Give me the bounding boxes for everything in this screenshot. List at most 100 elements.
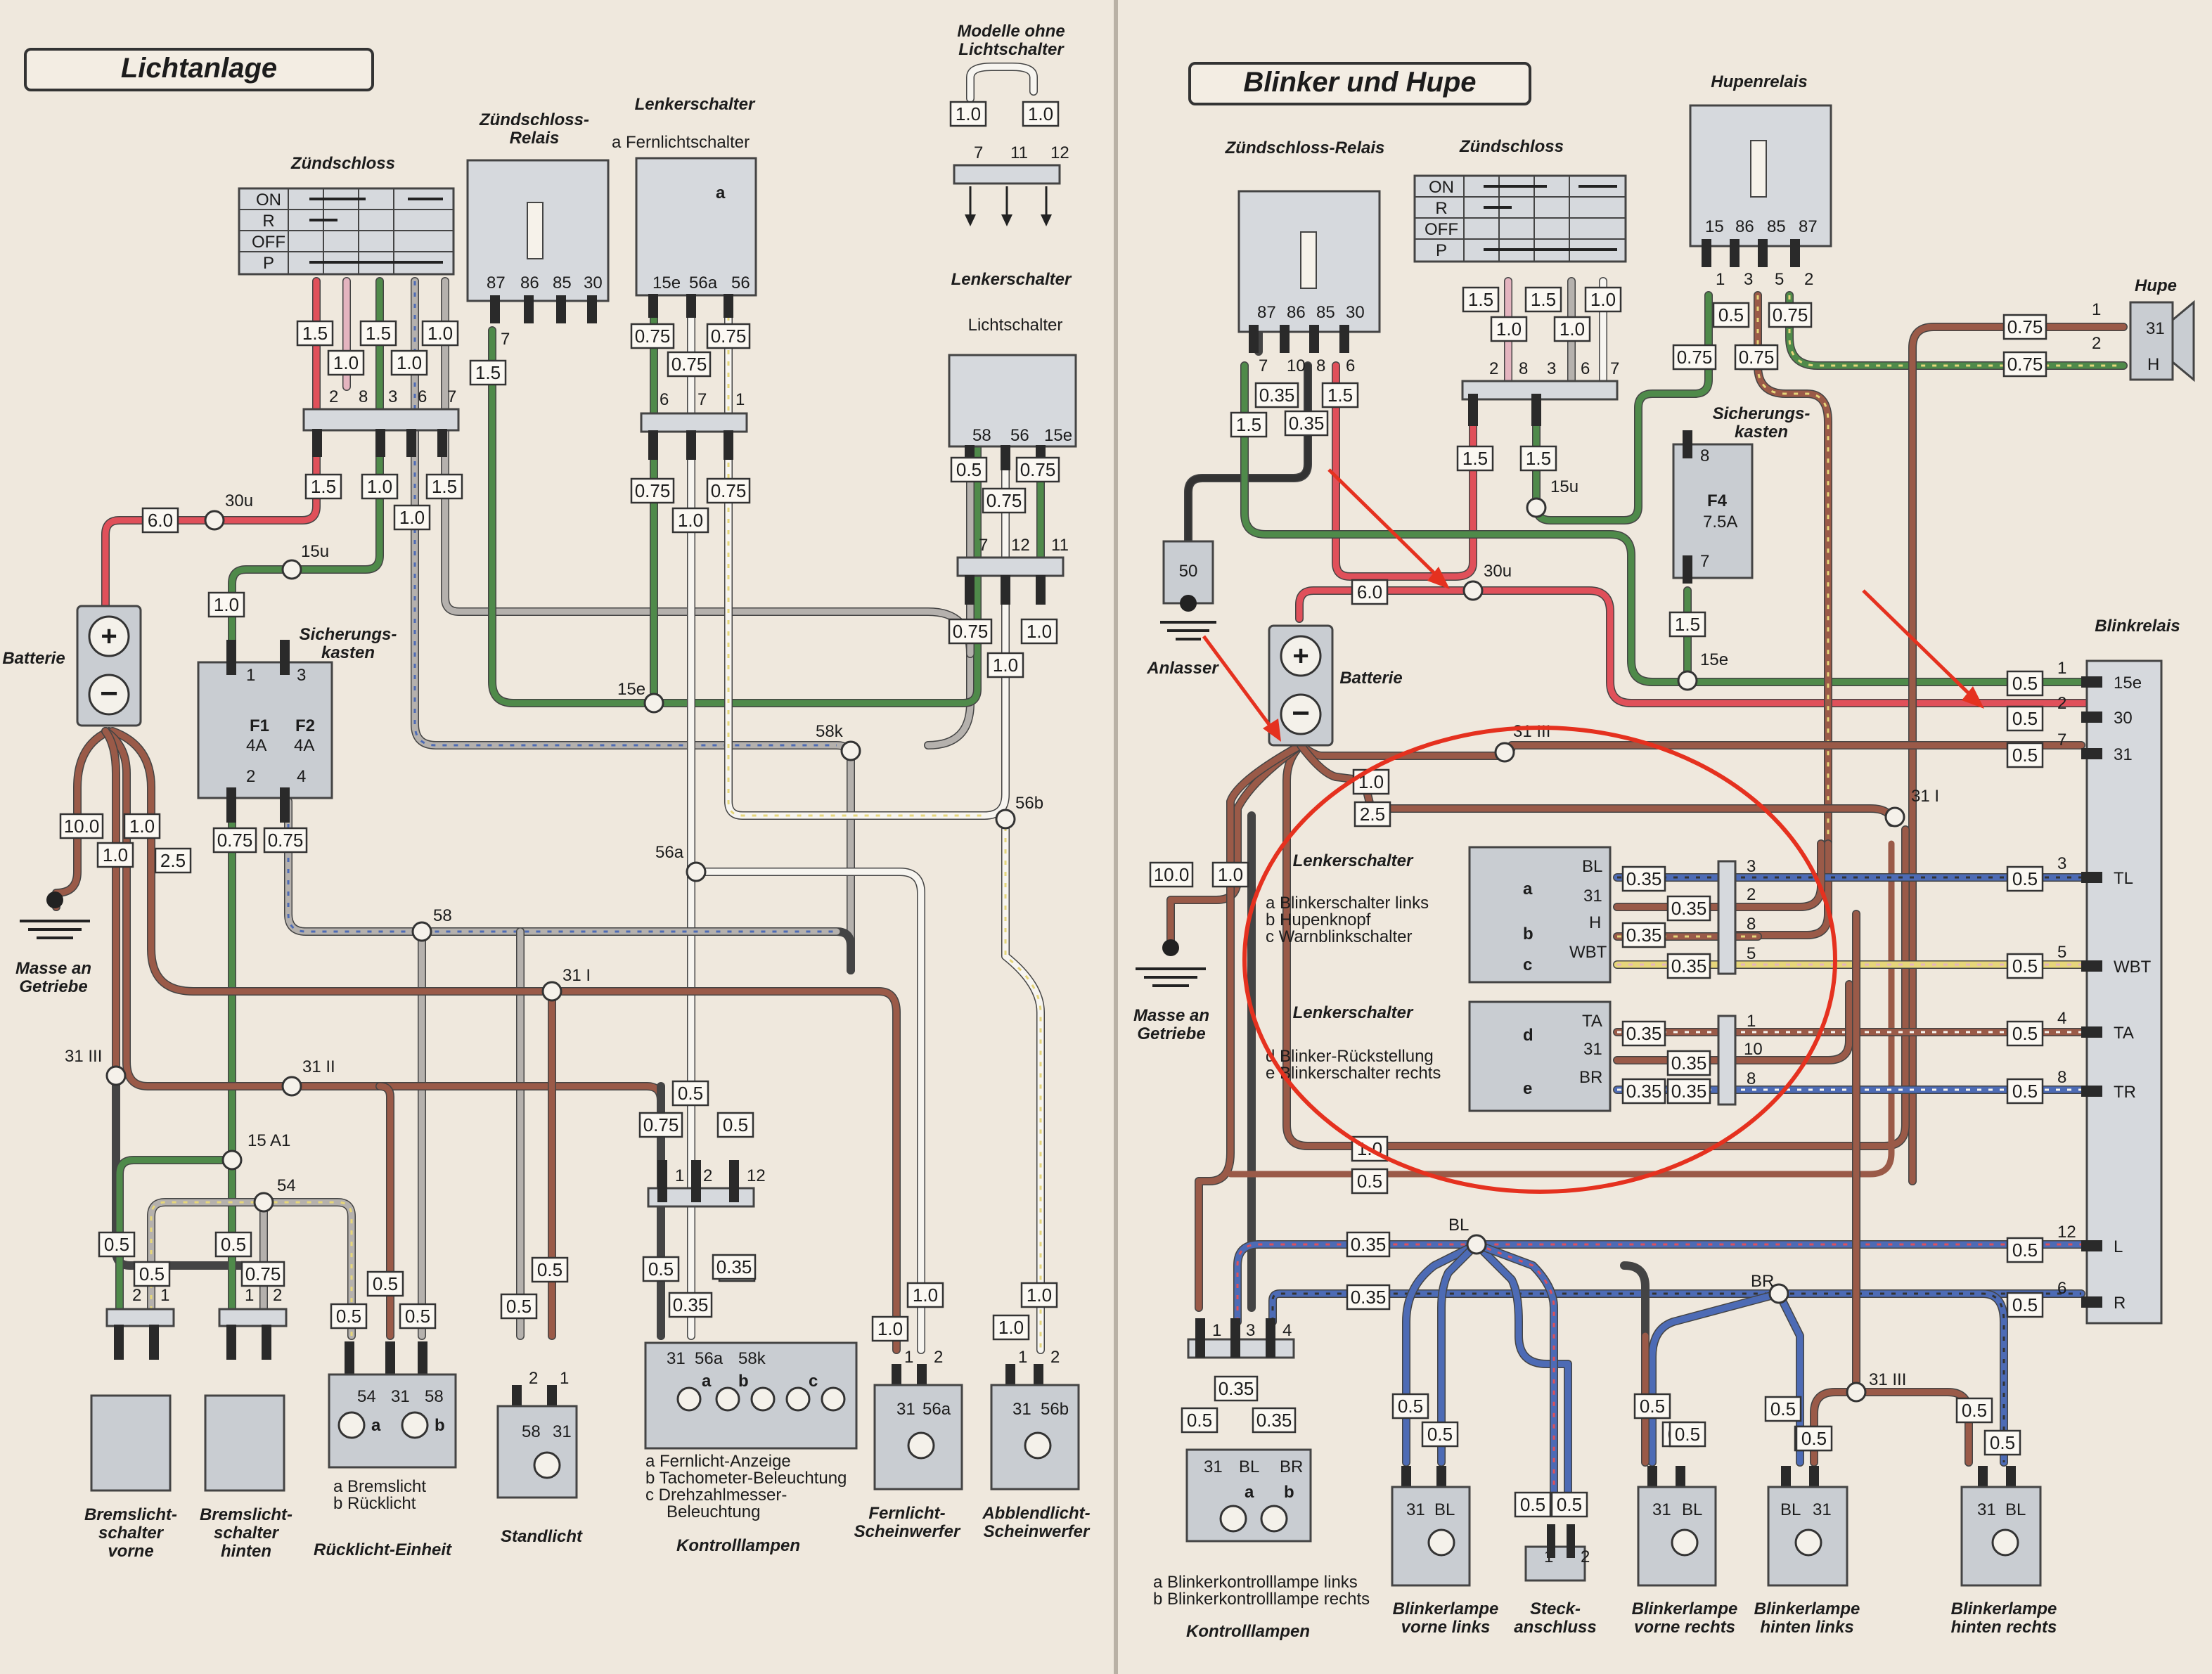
- wire-gauge-value: 1.0: [1027, 621, 1052, 642]
- svg-text:a Blinkerkontrolllampe links: a Blinkerkontrolllampe links: [1153, 1573, 1358, 1592]
- svg-text:54: 54: [357, 1387, 376, 1406]
- wire-gauge-value: 0.5: [537, 1259, 562, 1280]
- standlicht: 2 1 58 31 Standlicht: [496, 1369, 583, 1546]
- svg-text:4: 4: [297, 767, 306, 786]
- svg-text:12: 12: [747, 1166, 766, 1185]
- svg-text:7.5A: 7.5A: [1703, 513, 1737, 532]
- wire-gauge-value: 2.5: [160, 850, 186, 871]
- svg-text:Scheinwerfer: Scheinwerfer: [854, 1522, 961, 1541]
- left-lenkerschalter-fernlicht: Lenkerschalter a Fernlichtschalter a 15e…: [612, 95, 757, 460]
- blinkerlampe-vorne-links: 31 BL Blinkerlampe vorne links: [1391, 1466, 1498, 1637]
- wire-gauge-tag: [1553, 316, 1591, 342]
- left-wiring: [52, 277, 1045, 1354]
- wire-gauge-value: 1.0: [1590, 289, 1616, 310]
- bremslichtschalter-vorne: 2 1 Bremslicht- schalter vorne: [84, 1286, 177, 1561]
- left-lichtschalter: Lenkerschalter Lichtschalter 58 56 15e 7…: [948, 270, 1077, 605]
- wire-gauge-tag: [1795, 1425, 1833, 1452]
- svg-text:b: b: [1523, 925, 1533, 944]
- wire-gauge-tag: [1519, 445, 1557, 472]
- svg-text:1: 1: [675, 1166, 684, 1185]
- anlasser: 50 Anlasser: [1146, 540, 1219, 678]
- wire-gauge-value: 1.5: [475, 362, 501, 383]
- blinkrelais-pin-number: 1: [2057, 659, 2066, 678]
- svg-text:6: 6: [660, 390, 669, 409]
- wire-gauge-value: 2.5: [1360, 804, 1385, 825]
- wire-gauge-value: 0.5: [648, 1258, 674, 1280]
- left-nodes: 30u 15u 15e 58k 56a 56b 58 31 I 31 II 31…: [65, 491, 1043, 1213]
- wire-gauge-tag: [469, 359, 507, 386]
- wire-gauge-tag: [1020, 618, 1058, 645]
- wire-gauge-tag: [950, 456, 988, 483]
- svg-text:Bremslicht-: Bremslicht-: [200, 1505, 292, 1524]
- node-56a: [686, 861, 707, 882]
- wire-gauge-value: 0.75: [711, 480, 747, 501]
- svg-text:1: 1: [246, 666, 255, 685]
- highlight-ellipse: [1242, 726, 1837, 1194]
- node-31-i: [1884, 806, 1905, 828]
- blinkrelais-pin-number: 7: [2057, 730, 2066, 749]
- wire-gauge-tag: [59, 813, 104, 839]
- wire-gauge-value: 0.35: [1626, 925, 1662, 946]
- bremslichtschalter-hinten: 1 2 Bremslicht- schalter hinten: [200, 1286, 292, 1561]
- wire-gauge-value: 1.5: [1675, 614, 1700, 635]
- blinkrelais-connector: [2081, 1296, 2102, 1308]
- wire-gauge-value: 0.5: [1801, 1428, 1827, 1449]
- svg-text:vorne links: vorne links: [1401, 1618, 1491, 1637]
- lichtanlage-title: Lichtanlage: [24, 48, 374, 91]
- wire-gauge-value: 1.5: [1531, 289, 1556, 310]
- svg-text:85: 85: [553, 273, 572, 292]
- wire-gauge-value: 1.0: [913, 1285, 938, 1306]
- wire-gauge-value: 0.75: [635, 326, 671, 347]
- wire-gauge-value: 1.0: [1218, 864, 1243, 885]
- svg-text:1: 1: [245, 1286, 254, 1305]
- wire-gauge-tag: [399, 1303, 437, 1329]
- svg-text:1: 1: [1747, 1012, 1756, 1031]
- red-arrow-icon: [1862, 589, 1977, 702]
- svg-text:3: 3: [1744, 270, 1753, 289]
- wire-gauge-value: 0.75: [245, 1263, 281, 1285]
- svg-text:31 III: 31 III: [65, 1047, 102, 1066]
- wire-gauge-value: 0.35: [1626, 868, 1662, 889]
- svg-text:31: 31: [1652, 1500, 1671, 1519]
- svg-text:2: 2: [2092, 334, 2101, 353]
- svg-text:6: 6: [1346, 356, 1355, 375]
- wire-gauge-value: 0.5: [2012, 868, 2038, 889]
- svg-text:anschluss: anschluss: [1514, 1618, 1596, 1637]
- left-zsrelais: Zündschloss- Relais 87 86 85 30 7: [466, 110, 610, 349]
- svg-text:Zündschloss: Zündschloss: [1459, 137, 1564, 156]
- wire-gauge-value: 0.5: [2012, 1023, 2038, 1044]
- blinkrelais-connector: [2081, 712, 2102, 723]
- svg-text:a: a: [371, 1416, 381, 1435]
- wire-gauge-value: 0.5: [2012, 708, 2038, 729]
- svg-text:56: 56: [1010, 426, 1029, 445]
- svg-text:P: P: [1436, 241, 1447, 260]
- svg-text:b Hupenknopf: b Hupenknopf: [1266, 910, 1371, 929]
- svg-text:e Blinkerschalter rechts: e Blinkerschalter rechts: [1266, 1064, 1441, 1083]
- wire-gauge-tag: [2006, 865, 2044, 892]
- svg-text:1.0: 1.0: [1028, 103, 1053, 124]
- svg-text:BL: BL: [1780, 1500, 1801, 1519]
- wire-gauge-tag: [304, 473, 342, 500]
- wire-gauge-value: 6.0: [148, 510, 173, 531]
- wire-gauge-tag: [706, 323, 751, 349]
- wire-gauge-value: 6.0: [1357, 581, 1382, 603]
- wire-gauge-tag: [2002, 314, 2047, 340]
- wire-gauge-value: 1.5: [302, 323, 328, 344]
- svg-text:kasten: kasten: [1735, 423, 1788, 442]
- svg-text:ON: ON: [1429, 178, 1454, 197]
- blinkrelais-connector: [2081, 960, 2102, 972]
- wire-gauge-value: 1.0: [427, 323, 453, 344]
- wire-gauge-value: 0.5: [1718, 304, 1744, 326]
- svg-text:Abblendlicht-: Abblendlicht-: [982, 1504, 1090, 1523]
- svg-text:10: 10: [1287, 356, 1306, 375]
- svg-text:31 III: 31 III: [1513, 722, 1550, 741]
- wire-gauge-tag: [2006, 1237, 2044, 1263]
- wire-gauge-value: 0.75: [217, 830, 253, 851]
- svg-text:Lenkerschalter: Lenkerschalter: [635, 95, 756, 114]
- svg-text:−: −: [1292, 696, 1310, 730]
- svg-text:P: P: [263, 254, 274, 273]
- node-br: [1768, 1283, 1789, 1304]
- gauge: [1022, 101, 1060, 127]
- wire-gauge-tag: [1734, 344, 1779, 371]
